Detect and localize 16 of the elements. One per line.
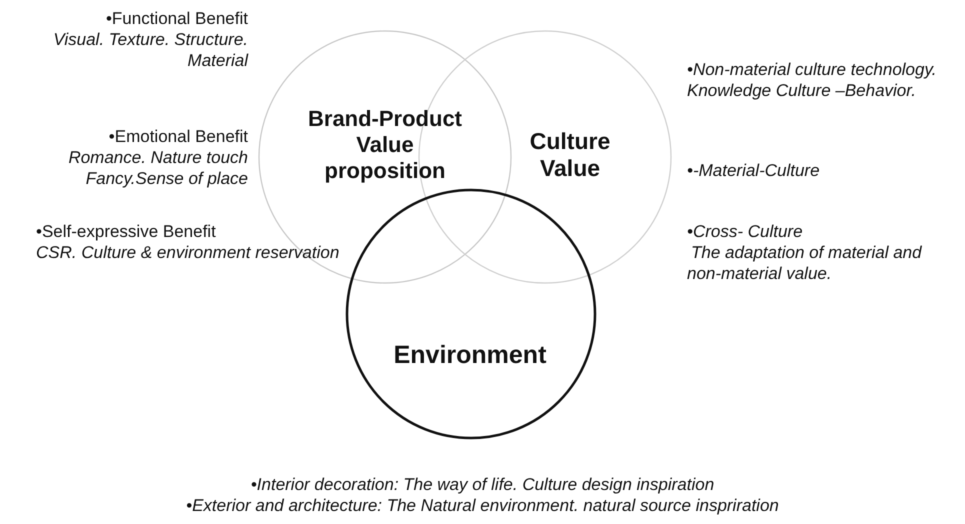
annotation-text: •Self-expressive Benefit <box>36 221 217 242</box>
annotation-text: •Functional Benefit <box>104 8 248 29</box>
annotation-text: •Non-material culture technology. Knowledge Culture –Behavior. <box>687 59 938 101</box>
annotation-text: CSR. Culture & environment reservation <box>36 242 340 263</box>
circle-label: Culture Value <box>528 128 612 182</box>
annotation-text: Romance. Nature touch Fancy.Sense of place <box>67 147 248 189</box>
annotation-text: •Exterior and architecture: The Natural environment. natural source inspriration <box>185 495 780 516</box>
venn-circle <box>346 188 596 440</box>
circle-label: Brand-Product Value proposition <box>307 106 463 184</box>
annotation-text: The adaptation of material and non-material value. <box>687 242 923 284</box>
annotation-text: •Emotional Benefit <box>108 126 248 147</box>
annotation-text: •Cross- Culture <box>687 221 804 242</box>
circle-label: Environment <box>394 340 546 370</box>
annotation-text: •Interior decoration: The way of life. Culture design inspiration <box>250 474 716 495</box>
annotation-text: •-Material-Culture <box>687 160 821 181</box>
annotation-text: Visual. Texture. Structure. Material <box>52 29 248 71</box>
